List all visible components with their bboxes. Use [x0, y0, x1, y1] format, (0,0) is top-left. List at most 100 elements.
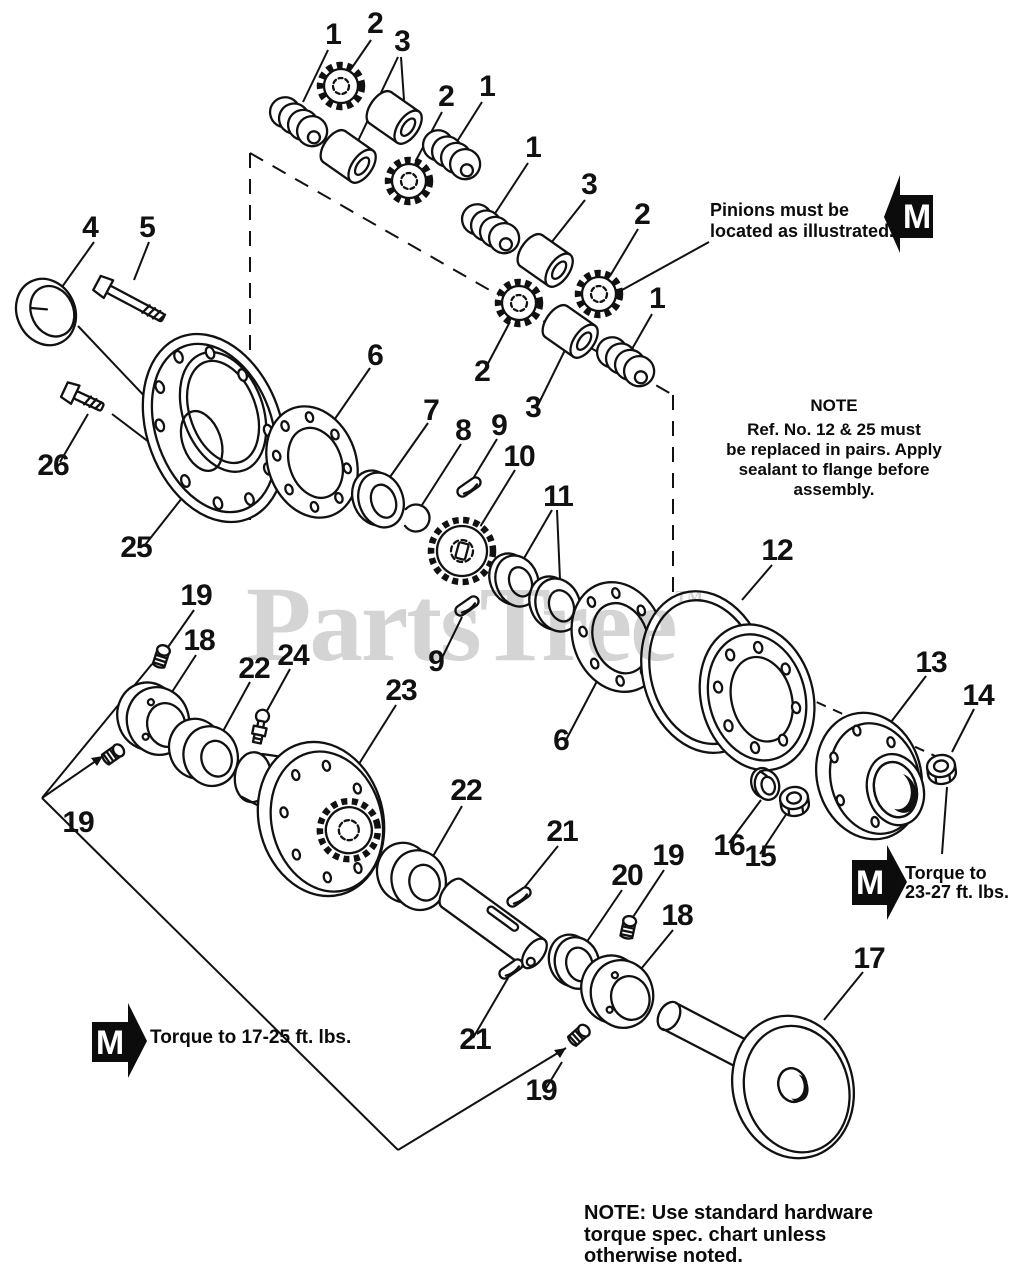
callout-22: 22 [238, 652, 270, 685]
part-spacer-3a [360, 85, 429, 150]
callout-9: 9 [491, 409, 507, 442]
bottom-note-line1: NOTE: Use standard hardware [584, 1202, 873, 1224]
part-bearing-11a [488, 552, 540, 608]
callout-18: 18 [661, 899, 693, 932]
callout-21: 21 [459, 1023, 491, 1056]
part-pinion-gear-2b [388, 160, 430, 202]
callout-12: 12 [761, 534, 793, 567]
part-key-9a [454, 474, 484, 500]
callout-4: 4 [82, 211, 99, 244]
torque-right-line2: 23-27 ft. lbs. [905, 882, 1010, 902]
callout-1: 1 [325, 18, 341, 51]
callout-17: 17 [853, 942, 885, 975]
callout-19: 19 [525, 1074, 557, 1107]
part-axle-housing-flange-25 [141, 332, 287, 524]
torque-note-right: Torque to 23-27 ft. lbs. [905, 864, 1009, 902]
callout-19: 19 [180, 579, 212, 612]
callout-19: 19 [62, 806, 94, 839]
callout-24: 24 [277, 639, 310, 672]
bottom-note-line3: otherwise noted. [584, 1245, 743, 1267]
part-hub-13 [814, 711, 926, 841]
part-differential-carrier-23 [233, 740, 386, 898]
callout-15: 15 [744, 840, 776, 873]
torque-note-left: Torque to 17-25 ft. lbs. [150, 1027, 351, 1049]
part-pinion-gear-2a [320, 65, 362, 107]
callout-13: 13 [915, 646, 947, 679]
hardware-torque-note: NOTE: Use standard hardware torque spec.… [584, 1202, 873, 1268]
callout-14: 14 [962, 679, 995, 712]
callout-3: 3 [525, 391, 541, 424]
callout-8: 8 [455, 414, 471, 447]
part-axle-wheel-17 [656, 1000, 856, 1160]
part-key-21b [496, 956, 526, 982]
part-snap-ring-8 [401, 503, 431, 533]
part-nut-14 [924, 752, 959, 787]
part-nut-15 [777, 784, 812, 819]
callout-labels: 1 2 3 2 1 1 3 2 1 2 3 4 5 26 25 6 7 8 9 … [37, 7, 996, 1107]
pinions-note: Pinions must be located as illustrated. [710, 200, 894, 242]
pinions-note-line1: Pinions must be [710, 200, 850, 220]
note-line1: Ref. No. 12 & 25 must [747, 420, 921, 439]
callout-22: 22 [450, 774, 482, 807]
callout-1: 1 [649, 282, 665, 315]
callout-21: 21 [546, 815, 578, 848]
part-bearing-11b [528, 575, 582, 633]
callout-9: 9 [428, 645, 444, 678]
callout-11: 11 [543, 480, 573, 513]
note-title: NOTE [810, 396, 858, 415]
part-thrust-spring-1e [590, 330, 662, 394]
callout-3: 3 [394, 25, 410, 58]
part-set-screw-19d [565, 1021, 594, 1049]
m-arrow-icon-bottom-left: M [92, 1003, 147, 1078]
callout-23: 23 [385, 674, 417, 707]
callout-2: 2 [367, 7, 383, 40]
bottom-note-line2: torque spec. chart unless [584, 1223, 827, 1246]
callout-5: 5 [139, 211, 155, 244]
note-line3: sealant to flange before [738, 460, 930, 479]
part-pinion-gear-2c [578, 273, 620, 315]
callout-25: 25 [120, 531, 152, 564]
callout-19: 19 [652, 839, 684, 872]
part-set-screw-19a [150, 642, 173, 671]
callout-26: 26 [37, 449, 69, 482]
part-differential-flange-12 [640, 590, 816, 772]
part-thrust-spring-1c [455, 197, 527, 261]
part-bolt-26 [59, 381, 105, 412]
callout-16: 16 [713, 829, 745, 862]
note-line2: be replaced in pairs. Apply [726, 440, 942, 459]
part-washer-7 [350, 469, 405, 529]
m-arrow-icon-top-right: M [884, 175, 933, 253]
part-lock-washer-16 [749, 766, 781, 801]
callout-2: 2 [438, 80, 454, 113]
callout-7: 7 [423, 394, 439, 427]
callout-3: 3 [581, 168, 597, 201]
part-drive-gear-10 [427, 516, 497, 586]
part-spacer-3c [511, 228, 580, 293]
part-bolt-5 [92, 274, 167, 323]
callout-2: 2 [634, 198, 650, 231]
m-letter: M [903, 198, 931, 236]
part-jackshaft [438, 877, 548, 970]
torque-left-text: Torque to 17-25 ft. lbs. [150, 1027, 352, 1048]
callout-20: 20 [611, 859, 643, 892]
callout-18: 18 [183, 624, 215, 657]
callout-1: 1 [479, 70, 495, 103]
torque-right-line1: Torque to [905, 863, 987, 883]
part-pinion-gear-2d [498, 282, 540, 324]
m-arrow-icon-right: M [852, 845, 907, 920]
note-line4: assembly. [793, 480, 875, 499]
m-letter: M [96, 1024, 124, 1062]
part-key-9b [452, 593, 482, 619]
callout-6: 6 [553, 724, 569, 757]
replacement-note: NOTE Ref. No. 12 & 25 must be replaced i… [723, 396, 945, 500]
part-gasket-ring-6a [265, 405, 359, 519]
callout-10: 10 [503, 440, 535, 473]
part-set-screw-19c [618, 913, 639, 941]
part-grease-fitting-24 [251, 708, 271, 745]
part-thrust-spring-1a [263, 90, 335, 154]
part-set-screw-19b [99, 741, 128, 767]
callout-2: 2 [474, 355, 490, 388]
callout-1: 1 [525, 131, 541, 164]
